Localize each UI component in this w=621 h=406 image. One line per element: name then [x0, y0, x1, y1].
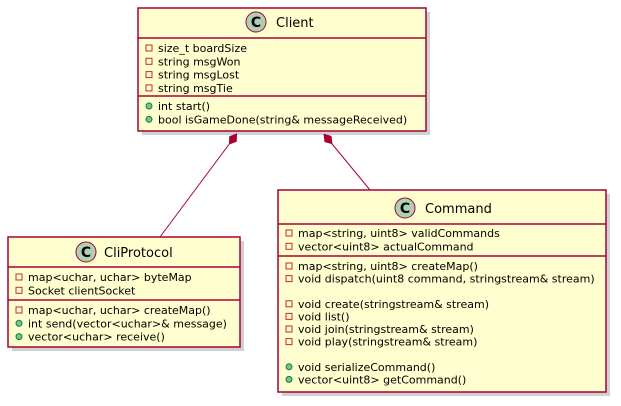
attributes-section: map<string, uint8> validCommandsvector<u…	[285, 227, 500, 253]
class-name: Client	[276, 16, 314, 31]
member-text: size_t boardSize	[158, 42, 247, 55]
private-visibility-icon	[285, 262, 293, 270]
class-type-letter: C	[400, 201, 410, 217]
private-visibility-icon	[145, 71, 153, 79]
private-visibility-icon	[15, 273, 23, 281]
class-attribute: string msgTie	[145, 82, 233, 95]
member-text: vector<uint8> actualCommand	[298, 240, 474, 253]
class-method: void join(stringstream& stream)	[285, 323, 474, 336]
class-method: vector<uint8> getCommand()	[285, 373, 466, 386]
private-visibility-icon	[15, 306, 23, 314]
class-cliprotocol[interactable]: C CliProtocol map<uchar, uchar> byteMapS…	[7, 236, 244, 351]
class-name: Command	[425, 202, 492, 217]
class-attribute: vector<uint8> actualCommand	[285, 240, 474, 253]
public-visibility-icon	[15, 333, 23, 341]
member-text: void list()	[298, 310, 350, 323]
member-text: map<uchar, uchar> byteMap	[28, 271, 192, 284]
class-method: map<string, uint8> createMap()	[285, 260, 478, 273]
member-text: int start()	[158, 100, 210, 113]
class-method: void create(stringstream& stream)	[285, 298, 489, 311]
private-visibility-icon	[285, 242, 293, 250]
member-text: void create(stringstream& stream)	[298, 298, 489, 311]
member-text: bool isGameDone(string& messageReceived)	[158, 113, 407, 126]
composition-diamond	[323, 133, 333, 145]
class-method: int send(vector<uchar>& message)	[15, 317, 227, 330]
class-name: CliProtocol	[104, 246, 173, 261]
public-visibility-icon	[15, 319, 23, 327]
private-visibility-icon	[145, 44, 153, 52]
private-visibility-icon	[285, 300, 293, 308]
methods-section: int start()bool isGameDone(string& messa…	[145, 100, 407, 126]
class-method: int start()	[145, 100, 210, 113]
member-text: int send(vector<uchar>& message)	[28, 317, 227, 330]
relation-client-cliprotocol	[159, 133, 238, 238]
class-method: void list()	[285, 310, 350, 323]
member-text: map<uchar, uchar> createMap()	[28, 304, 211, 317]
class-type-circle	[245, 11, 267, 33]
class-type-circle	[394, 197, 416, 219]
private-visibility-icon	[285, 229, 293, 237]
public-visibility-icon	[145, 102, 153, 110]
member-text: void play(stringstream& stream)	[298, 336, 477, 349]
class-command[interactable]: C Command map<string, uint8> validComman…	[277, 189, 610, 396]
member-text: string msgWon	[158, 55, 240, 68]
relation-client-command	[323, 133, 371, 191]
class-method: map<uchar, uchar> createMap()	[15, 304, 211, 317]
class-attribute: string msgLost	[145, 69, 240, 82]
class-method: void play(stringstream& stream)	[285, 336, 477, 349]
class-type-circle	[75, 241, 97, 263]
class-attribute: Socket clientSocket	[15, 284, 136, 297]
class-attribute: size_t boardSize	[145, 42, 247, 55]
member-text: void join(stringstream& stream)	[298, 323, 474, 336]
class-type-letter: C	[81, 245, 91, 261]
private-visibility-icon	[285, 312, 293, 320]
class-method: bool isGameDone(string& messageReceived)	[145, 113, 407, 126]
member-text: map<string, uint8> createMap()	[298, 260, 478, 273]
class-method: void dispatch(uint8 command, stringstrea…	[285, 273, 595, 286]
private-visibility-icon	[285, 325, 293, 333]
private-visibility-icon	[285, 275, 293, 283]
member-text: map<string, uint8> validCommands	[298, 227, 500, 240]
methods-section: map<uchar, uchar> createMap()int send(ve…	[15, 304, 227, 344]
class-attribute: string msgWon	[145, 55, 240, 68]
methods-section: map<string, uint8> createMap()void dispa…	[285, 260, 595, 386]
member-text: Socket clientSocket	[28, 284, 136, 297]
class-attribute: map<string, uint8> validCommands	[285, 227, 500, 240]
private-visibility-icon	[15, 286, 23, 294]
composition-diamond	[228, 133, 238, 145]
class-method: void serializeCommand()	[285, 361, 435, 374]
member-text: void dispatch(uint8 command, stringstrea…	[298, 273, 595, 286]
public-visibility-icon	[285, 375, 293, 383]
member-text: void serializeCommand()	[298, 361, 435, 374]
public-visibility-icon	[285, 363, 293, 371]
private-visibility-icon	[285, 338, 293, 346]
public-visibility-icon	[145, 115, 153, 123]
member-text: string msgTie	[158, 82, 233, 95]
private-visibility-icon	[145, 84, 153, 92]
class-method: vector<uchar> receive()	[15, 331, 165, 344]
member-text: vector<uchar> receive()	[28, 331, 165, 344]
private-visibility-icon	[145, 57, 153, 65]
class-attribute: map<uchar, uchar> byteMap	[15, 271, 192, 284]
member-text: string msgLost	[158, 69, 240, 82]
class-type-letter: C	[251, 15, 261, 31]
member-text: vector<uint8> getCommand()	[298, 373, 466, 386]
